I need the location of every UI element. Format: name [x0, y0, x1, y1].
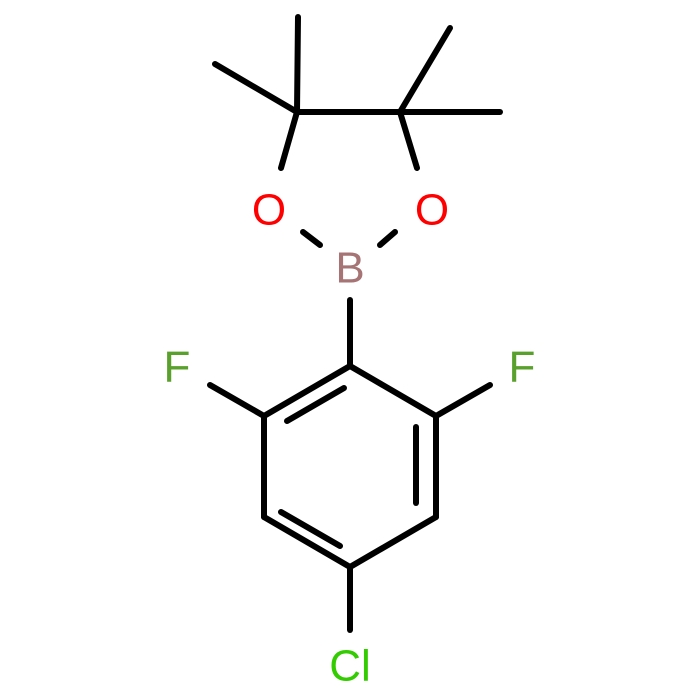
bond-ring-inner-2 [278, 509, 343, 549]
bond-o2-b [377, 229, 398, 248]
atom-f1-label: F [164, 343, 191, 392]
pinacol-ring [212, 14, 503, 248]
bond-ring-6 [347, 363, 439, 419]
atom-b-label: B [335, 244, 364, 293]
atom-f2-label: F [509, 343, 536, 392]
bond-c-f2 [433, 382, 493, 419]
bond-c1-methyl-left [212, 61, 300, 115]
atom-labels: O O B F F Cl [164, 186, 536, 691]
atom-o2-label: O [415, 186, 449, 235]
bond-c2-o2 [397, 109, 420, 171]
atom-cl-label: Cl [329, 642, 371, 691]
bond-ring-1 [261, 363, 353, 419]
bond-c1-methyl-up [294, 14, 301, 115]
bond-o1-b [300, 229, 323, 248]
bond-ring-4 [347, 514, 439, 570]
bond-ring-inner-1 [284, 385, 347, 424]
bond-ring-3 [261, 514, 353, 570]
atom-o1-label: O [252, 186, 286, 235]
benzene-ring [207, 297, 493, 633]
bond-c1-o1 [278, 109, 300, 171]
bond-c-f1 [207, 382, 267, 419]
bond-c2-methyl-up [397, 25, 453, 115]
